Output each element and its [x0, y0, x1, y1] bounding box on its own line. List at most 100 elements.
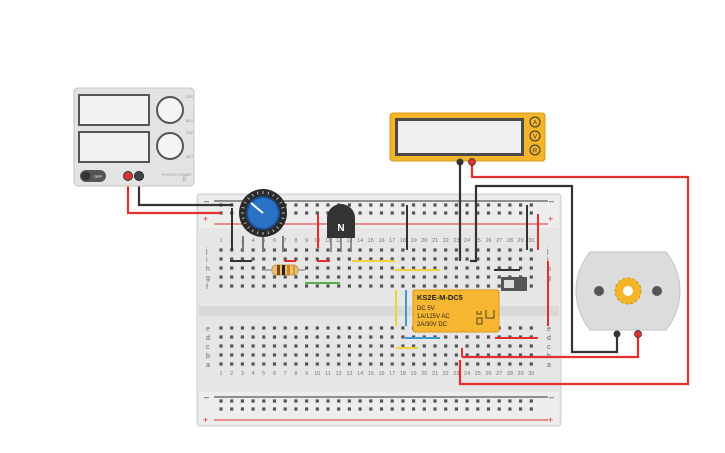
breadboard-hole[interactable] [369, 275, 373, 279]
breadboard-hole[interactable] [358, 344, 362, 348]
breadboard-hole[interactable] [422, 211, 426, 215]
breadboard-hole[interactable] [315, 362, 319, 366]
breadboard-hole[interactable] [486, 344, 491, 348]
breadboard-hole[interactable] [497, 257, 501, 261]
breadboard-hole[interactable] [390, 275, 394, 279]
breadboard-hole[interactable] [379, 399, 384, 403]
breadboard-hole[interactable] [412, 257, 416, 261]
breadboard-hole[interactable] [305, 362, 309, 366]
breadboard-hole[interactable] [262, 399, 266, 403]
breadboard-hole[interactable] [262, 284, 266, 288]
breadboard-hole[interactable] [390, 248, 394, 252]
breadboard-hole[interactable] [422, 248, 426, 252]
breadboard-hole[interactable] [251, 407, 255, 411]
breadboard-hole[interactable] [305, 399, 309, 403]
breadboard-hole[interactable] [369, 335, 373, 339]
breadboard-hole[interactable] [379, 266, 384, 270]
breadboard-hole[interactable] [347, 248, 351, 252]
breadboard-hole[interactable] [305, 248, 309, 252]
breadboard-hole[interactable] [390, 353, 394, 357]
breadboard-hole[interactable] [476, 344, 480, 348]
breadboard-hole[interactable] [283, 399, 287, 403]
breadboard-hole[interactable] [529, 326, 533, 330]
breadboard-hole[interactable] [412, 353, 416, 357]
breadboard-hole[interactable] [294, 335, 298, 339]
breadboard-hole[interactable] [251, 266, 255, 270]
breadboard-hole[interactable] [369, 203, 373, 207]
breadboard-hole[interactable] [433, 344, 437, 348]
breadboard-hole[interactable] [422, 353, 426, 357]
breadboard-hole[interactable] [251, 353, 255, 357]
breadboard-hole[interactable] [508, 248, 512, 252]
breadboard-hole[interactable] [433, 353, 437, 357]
breadboard-hole[interactable] [508, 257, 512, 261]
breadboard-hole[interactable] [465, 335, 469, 339]
breadboard-hole[interactable] [401, 407, 405, 411]
breadboard-hole[interactable] [476, 275, 480, 279]
breadboard-hole[interactable] [219, 344, 223, 348]
breadboard-hole[interactable] [294, 362, 298, 366]
breadboard-hole[interactable] [283, 275, 287, 279]
breadboard-hole[interactable] [454, 266, 458, 270]
breadboard-hole[interactable] [529, 362, 533, 366]
breadboard-hole[interactable] [337, 326, 341, 330]
breadboard-hole[interactable] [347, 203, 351, 207]
breadboard-hole[interactable] [326, 344, 330, 348]
breadboard-hole[interactable] [262, 266, 266, 270]
power-supply-knob-1[interactable] [156, 96, 184, 124]
breadboard-hole[interactable] [305, 266, 309, 270]
breadboard-hole[interactable] [379, 326, 384, 330]
breadboard-hole[interactable] [326, 266, 330, 270]
breadboard-hole[interactable] [412, 203, 416, 207]
breadboard-hole[interactable] [294, 399, 298, 403]
breadboard-hole[interactable] [230, 266, 234, 270]
breadboard-hole[interactable] [401, 275, 405, 279]
breadboard-hole[interactable] [337, 362, 341, 366]
breadboard-hole[interactable] [444, 284, 448, 288]
breadboard-hole[interactable] [219, 248, 223, 252]
breadboard-holes[interactable] [219, 203, 533, 411]
breadboard-hole[interactable] [230, 344, 234, 348]
motor-terminal-negative[interactable] [613, 330, 621, 338]
breadboard-hole[interactable] [326, 257, 330, 261]
breadboard-hole[interactable] [337, 399, 341, 403]
breadboard-hole[interactable] [519, 248, 523, 252]
breadboard-hole[interactable] [358, 266, 362, 270]
breadboard-hole[interactable] [240, 335, 244, 339]
multimeter[interactable]: A V R [389, 112, 546, 166]
breadboard-hole[interactable] [444, 257, 448, 261]
breadboard-hole[interactable] [326, 248, 330, 252]
breadboard-hole[interactable] [529, 407, 533, 411]
breadboard-hole[interactable] [326, 275, 330, 279]
breadboard-hole[interactable] [476, 335, 480, 339]
mode-button-v[interactable] [529, 130, 541, 142]
breadboard-hole[interactable] [422, 344, 426, 348]
breadboard-hole[interactable] [358, 203, 362, 207]
breadboard-hole[interactable] [476, 407, 480, 411]
breadboard-hole[interactable] [412, 407, 416, 411]
breadboard-hole[interactable] [305, 407, 309, 411]
breadboard-hole[interactable] [240, 344, 244, 348]
breadboard-hole[interactable] [422, 407, 426, 411]
breadboard-hole[interactable] [401, 399, 405, 403]
breadboard-hole[interactable] [219, 407, 223, 411]
breadboard-hole[interactable] [337, 407, 341, 411]
breadboard-hole[interactable] [283, 335, 287, 339]
breadboard-hole[interactable] [347, 326, 351, 330]
relay[interactable]: KS2E-M-DC5 DC 5V 1A/125V AC 2A/30V DC [412, 289, 500, 333]
switch-slider[interactable] [504, 280, 514, 288]
breadboard-hole[interactable] [219, 284, 223, 288]
breadboard-hole[interactable] [358, 211, 362, 215]
breadboard-hole[interactable] [486, 362, 491, 366]
breadboard-hole[interactable] [305, 353, 309, 357]
breadboard-hole[interactable] [251, 344, 255, 348]
breadboard-hole[interactable] [465, 284, 469, 288]
breadboard-hole[interactable] [272, 248, 277, 252]
breadboard-hole[interactable] [476, 399, 480, 403]
breadboard-hole[interactable] [379, 344, 384, 348]
breadboard-hole[interactable] [347, 257, 351, 261]
breadboard-hole[interactable] [412, 248, 416, 252]
breadboard-hole[interactable] [326, 326, 330, 330]
breadboard-hole[interactable] [230, 284, 234, 288]
breadboard-hole[interactable] [497, 399, 501, 403]
